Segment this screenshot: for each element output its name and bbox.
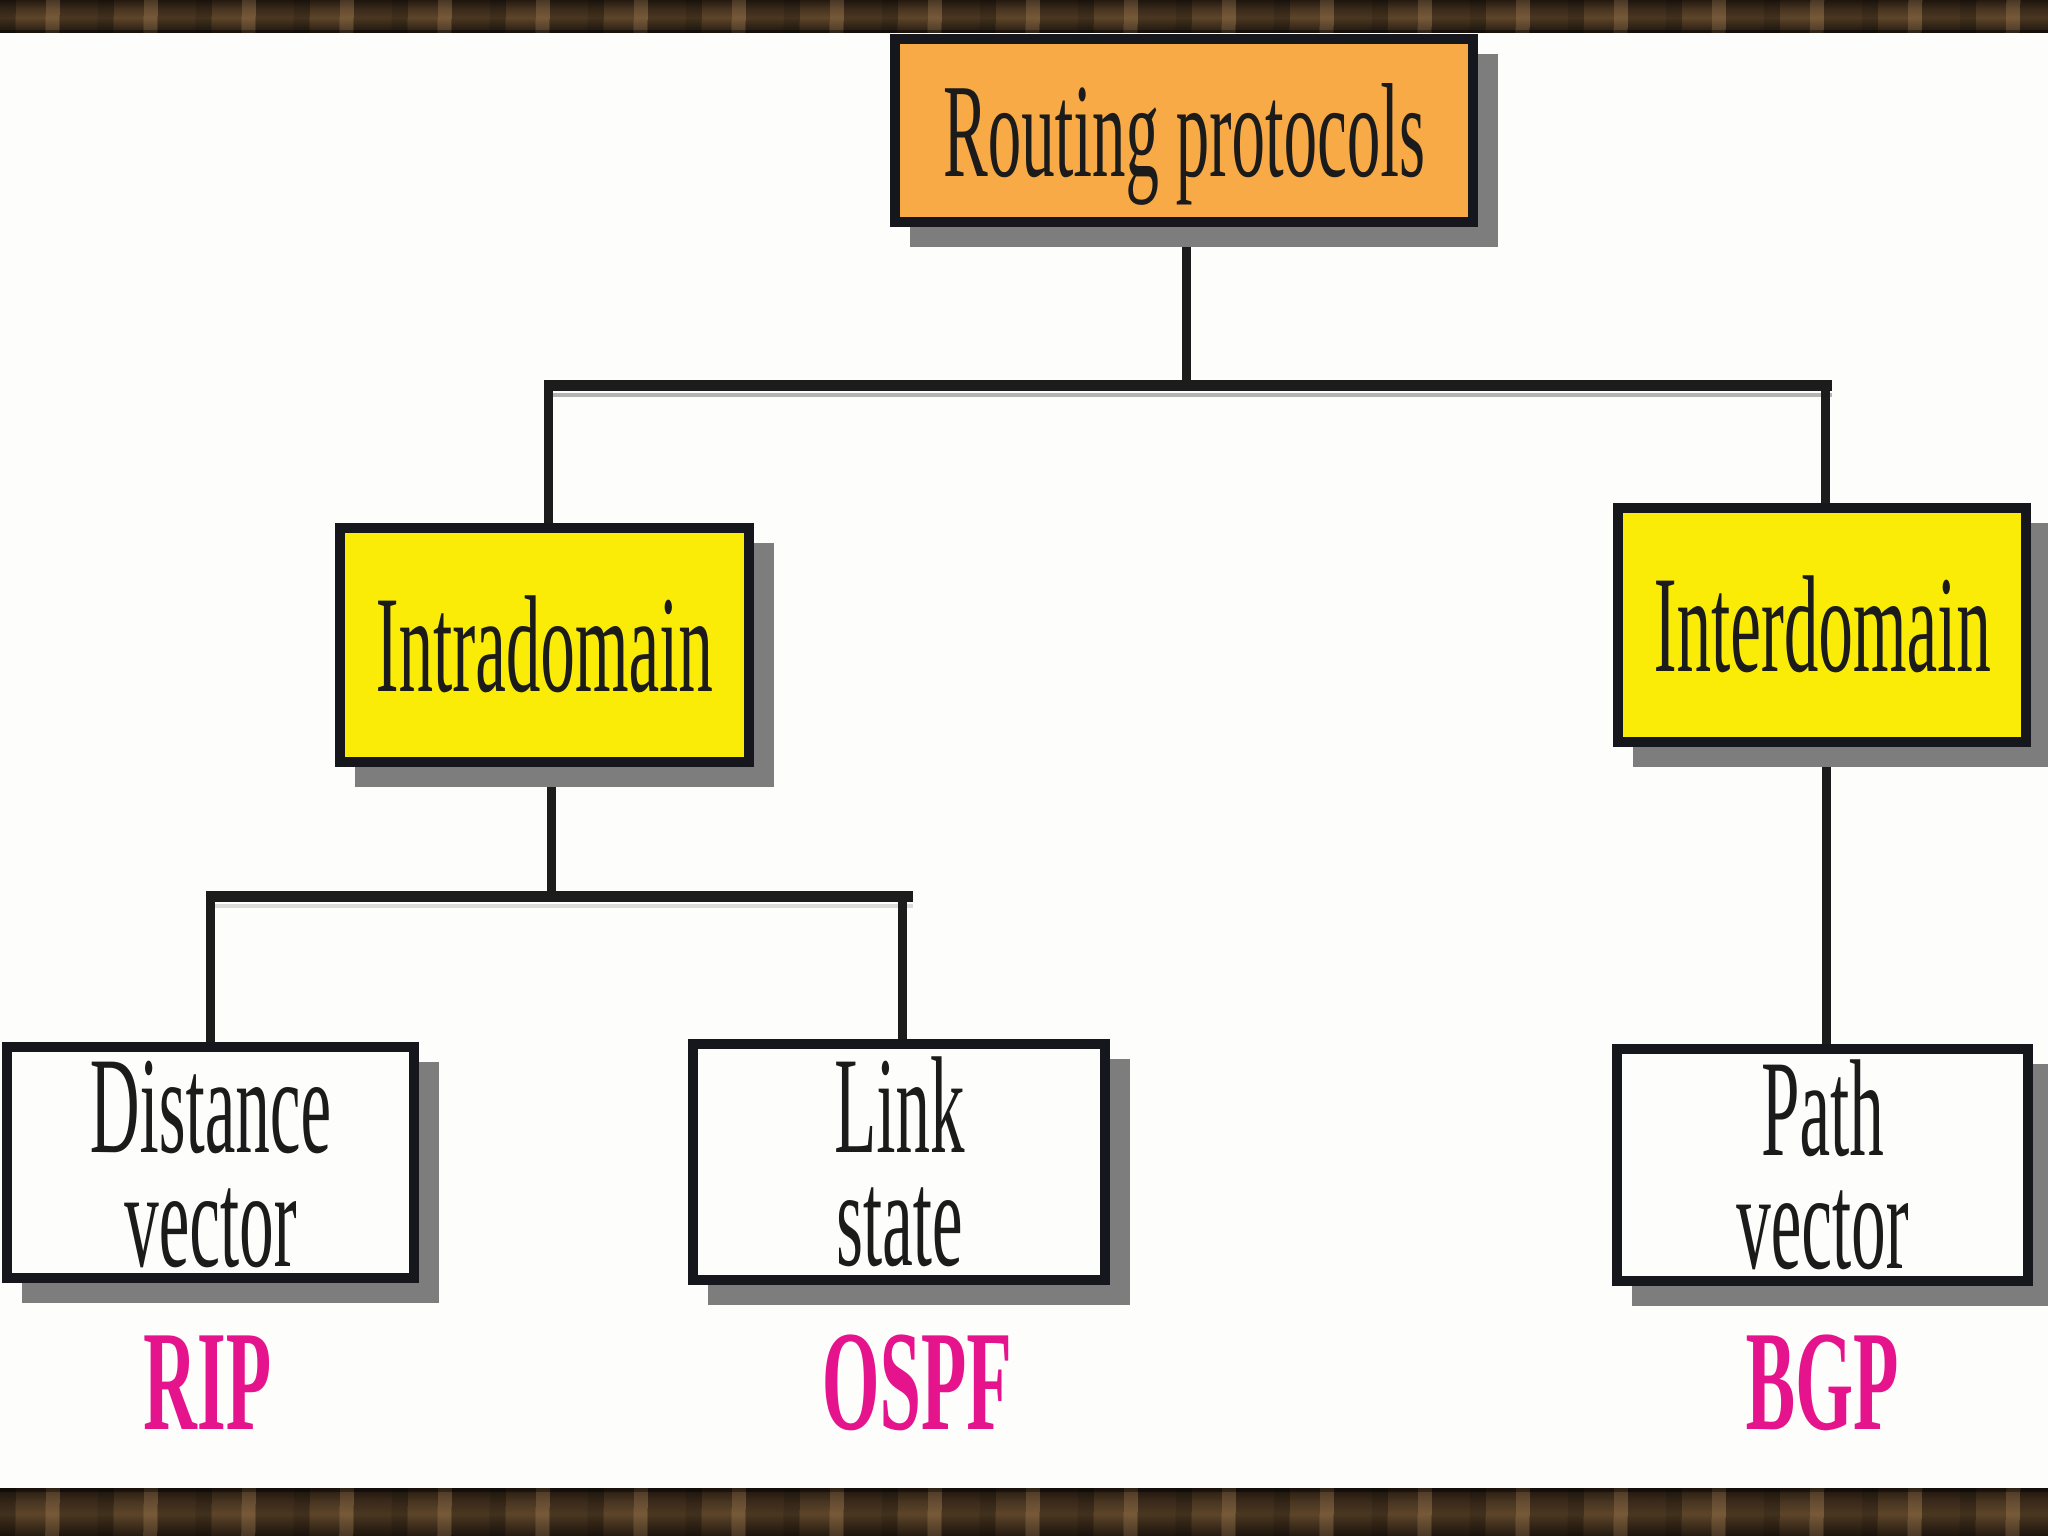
protocol-label-rip: RIP	[142, 1302, 272, 1460]
node-intradomain-label: Intradomain	[375, 568, 714, 721]
node-routing-protocols: Routing protocols	[890, 34, 1478, 227]
node-intradomain: Intradomain	[335, 523, 754, 767]
node-distance-vector-label: Distance vector	[89, 1029, 332, 1296]
protocol-label-ospf: OSPF	[821, 1302, 1013, 1460]
connector-level2-horizontal	[206, 891, 913, 908]
connector-to-intradomain	[544, 380, 553, 525]
connector-to-interdomain	[1821, 380, 1830, 505]
node-interdomain: Interdomain	[1613, 503, 2031, 747]
node-routing-protocols-label: Routing protocols	[942, 56, 1426, 205]
wood-border-bottom	[0, 1488, 2048, 1536]
node-path-vector-label: Path vector	[1736, 1031, 1909, 1298]
connector-to-distance-vector	[206, 891, 215, 1044]
wood-border-top	[0, 0, 2048, 33]
node-link-state: Link state	[688, 1028, 1110, 1295]
connector-to-path-vector	[1822, 745, 1831, 1046]
protocol-label-bgp: BGP	[1745, 1302, 1899, 1460]
node-link-state-label: Link state	[833, 1028, 965, 1295]
connector-root-down	[1182, 227, 1191, 383]
connector-level1-horizontal	[544, 380, 1832, 397]
node-interdomain-label: Interdomain	[1653, 548, 1991, 701]
node-distance-vector: Distance vector	[2, 1029, 419, 1296]
node-path-vector: Path vector	[1612, 1031, 2033, 1298]
connector-intradomain-down	[547, 765, 556, 895]
connector-to-link-state	[898, 891, 907, 1041]
